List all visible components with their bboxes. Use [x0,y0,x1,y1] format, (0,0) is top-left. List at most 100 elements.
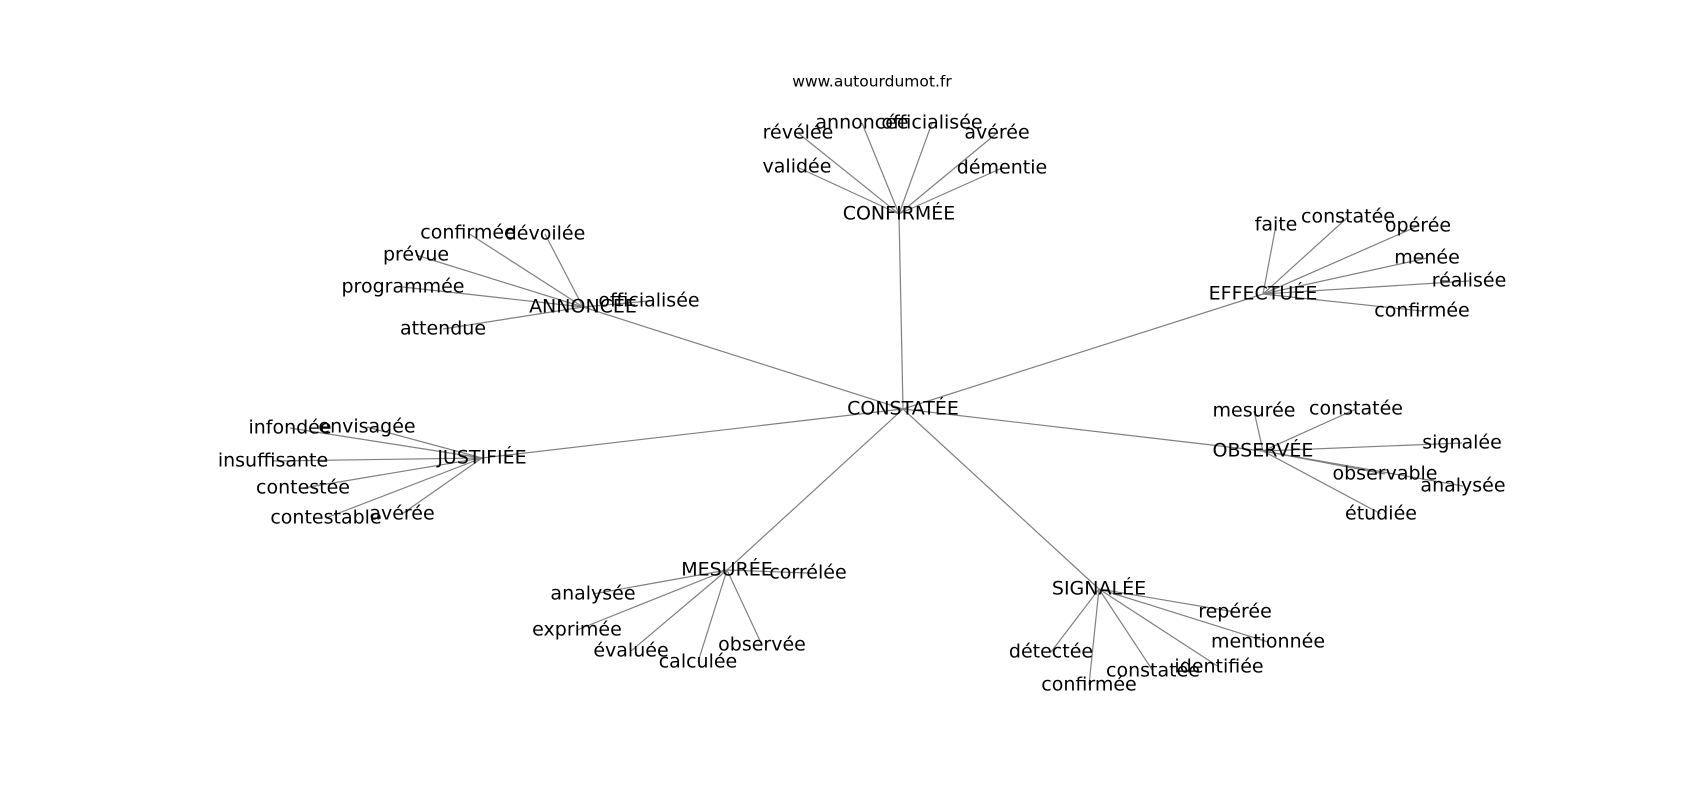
edge-confirmee-leaf [898,122,933,215]
leaf-word[interactable]: contestée [256,477,350,499]
edge-effectuee-leaf [1262,224,1277,295]
edge-center-observee [902,408,1264,452]
site-url[interactable]: www.autourdumot.fr [792,73,952,91]
leaf-word[interactable]: dévoilée [505,223,586,245]
leaf-word[interactable]: opérée [1385,215,1451,237]
edge-mesuree-leaf [630,569,728,652]
edge-signalee-leaf [1098,588,1220,668]
edge-effectuee-leaf [1262,293,1423,312]
leaf-word[interactable]: analysée [1420,475,1505,497]
leaf-word[interactable]: annoncée [815,112,908,134]
edge-confirmee-leaf [898,167,1003,215]
edge-center-mesuree [726,408,904,571]
hub-word-annoncee[interactable]: ANNONCÉE [529,295,637,318]
edge-justifiee-leaf [289,427,483,459]
leaf-word[interactable]: réalisée [1432,270,1507,292]
hub-word-confirmee[interactable]: CONFIRMÉE [843,202,956,225]
edge-observee-leaf [1262,450,1464,487]
edge-annoncee-leaf [582,300,650,308]
leaf-word[interactable]: confirmée [1374,300,1469,322]
edge-center-effectuee [902,293,1264,410]
edge-confirmee-leaf [796,166,900,215]
hub-word-justifiee[interactable]: JUSTIFIÉE [436,446,526,469]
hub-word-signalee[interactable]: SIGNALÉE [1052,577,1146,600]
leaf-word[interactable]: corrélée [769,562,846,584]
leaf-word[interactable]: faite [1255,214,1298,236]
edge-annoncee-leaf [402,286,584,308]
leaf-word[interactable]: observable [1332,463,1437,485]
leaf-word[interactable]: démentie [957,157,1047,179]
leaf-word[interactable]: confirmée [420,222,515,244]
edge-annoncee-leaf [442,306,584,330]
leaf-word[interactable]: validée [763,156,832,178]
edge-justifiee-leaf [366,426,483,459]
edge-effectuee-leaf [1262,216,1349,295]
leaf-word[interactable]: révélée [763,122,834,144]
center-word[interactable]: CONSTATÉE [847,397,959,420]
leaf-word[interactable]: avérée [964,122,1029,144]
edge-confirmee-leaf [898,132,998,215]
leaf-word[interactable]: exprimée [532,619,622,641]
edge-center-signalee [902,408,1100,590]
hub-word-effectuee[interactable]: EFFECTUÉE [1209,282,1318,305]
leaf-word[interactable]: observée [718,634,806,656]
edge-signalee-leaf [1098,588,1154,672]
leaf-word[interactable]: officialisée [881,112,982,134]
edge-signalee-leaf [1088,588,1100,686]
leaf-word[interactable]: mesurée [1213,400,1296,422]
leaf-word[interactable]: programmée [342,276,465,298]
edge-justifiee-leaf [325,457,483,519]
leaf-word[interactable]: prévue [383,244,449,266]
edge-observee-leaf [1253,410,1264,452]
leaf-word[interactable]: constatée [1309,398,1403,420]
edge-effectuee-leaf [1262,257,1428,295]
edge-effectuee-leaf [1262,280,1470,295]
edge-mesuree-leaf [726,569,763,646]
leaf-word[interactable]: menée [1394,247,1460,269]
edge-center-justifiee [481,408,904,459]
edge-justifiee-leaf [401,457,483,515]
leaf-word[interactable]: signalée [1422,432,1502,454]
edge-signalee-leaf [1098,588,1236,613]
leaf-word[interactable]: mentionnée [1211,631,1325,653]
edge-observee-leaf [1262,408,1357,452]
leaf-word[interactable]: identifiée [1174,656,1263,678]
leaf-word[interactable]: infondée [248,417,331,439]
edge-annoncee-leaf [467,232,584,308]
edge-justifiee-leaf [272,457,483,462]
leaf-word[interactable]: évaluée [593,640,668,662]
edge-center-annoncee [582,306,904,410]
edge-mesuree-leaf [697,569,728,663]
edge-signalee-leaf [1098,588,1269,643]
edge-justifiee-leaf [302,457,483,489]
hub-word-observee[interactable]: OBSERVÉE [1213,439,1314,462]
edge-observee-leaf [1262,442,1463,452]
leaf-word[interactable]: étudiée [1345,503,1417,525]
leaf-word[interactable]: constatée [1301,206,1395,228]
leaf-word[interactable]: attendue [400,318,486,340]
leaf-word[interactable]: calculée [659,651,738,673]
leaf-word[interactable]: repérée [1198,601,1272,623]
edge-mesuree-leaf [592,569,728,595]
edge-confirmee-leaf [861,122,900,215]
edge-observee-leaf [1262,450,1382,515]
leaf-word[interactable]: officialisée [598,290,699,312]
edge-center-confirmee [898,213,904,410]
hub-word-mesuree[interactable]: MESURÉE [681,558,773,581]
leaf-word[interactable]: insuffisante [218,450,328,472]
leaf-word[interactable]: confirmée [1041,674,1136,696]
leaf-word[interactable]: analysée [550,583,635,605]
edge-signalee-leaf [1050,588,1100,653]
leaf-word[interactable]: contestable [270,507,381,529]
leaf-word[interactable]: envisagée [318,416,415,438]
edge-mesuree-leaf [726,569,809,574]
leaf-word[interactable]: détectée [1009,641,1093,663]
edge-annoncee-leaf [544,233,584,308]
labels-layer: www.autourdumot.fr révéléeannoncéeoffici… [218,73,1506,696]
leaf-word[interactable]: constatée [1106,660,1200,682]
edge-effectuee-leaf [1262,225,1419,295]
edges-layer [272,122,1470,686]
leaf-word[interactable]: avérée [369,503,434,525]
edge-confirmee-leaf [797,132,900,215]
